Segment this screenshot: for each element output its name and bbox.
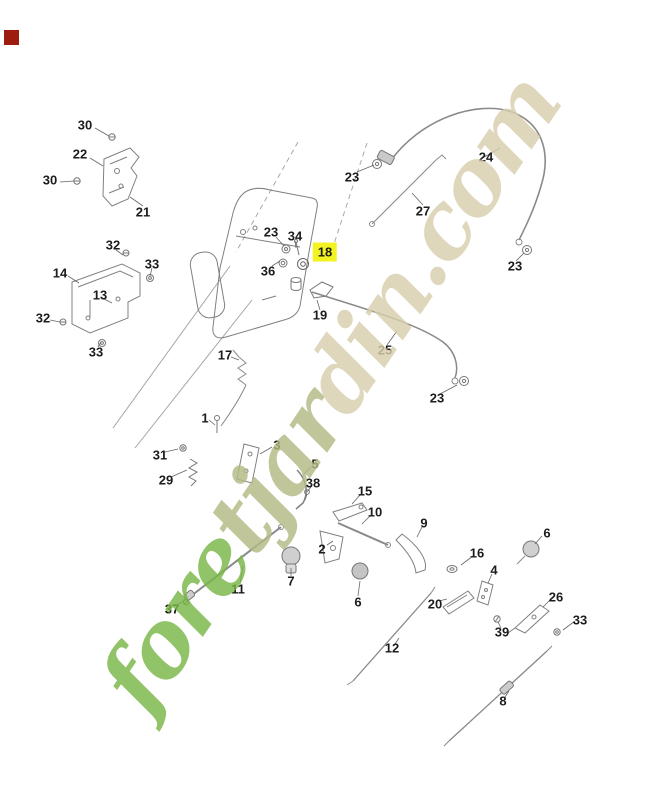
rod-10 — [337, 522, 391, 548]
part-label-39: 39 — [494, 624, 510, 640]
bolt-37 — [182, 598, 190, 606]
cable-12 — [346, 586, 436, 686]
part-label-23: 23 — [429, 390, 445, 406]
part-label-2: 2 — [318, 541, 326, 557]
part-label-4: 4 — [490, 562, 498, 578]
rod-27 — [369, 154, 447, 227]
part-label-20: 20 — [427, 596, 443, 612]
pin-34 — [294, 239, 300, 256]
bushing-18 — [297, 258, 309, 270]
nut-33-c — [553, 628, 561, 636]
part-label-19: 19 — [312, 307, 328, 323]
part-label-23: 23 — [507, 258, 523, 274]
mount-bracket-13-14 — [71, 263, 141, 334]
part-label-25: 25 — [377, 342, 393, 358]
part-label-12: 12 — [384, 640, 400, 656]
part-label-27: 27 — [415, 203, 431, 219]
clip-39 — [493, 615, 501, 623]
part-label-33: 33 — [144, 256, 160, 272]
screw-23-c — [281, 244, 291, 254]
part-label-34: 34 — [287, 228, 303, 244]
nut-36 — [278, 258, 288, 268]
link-15 — [332, 502, 368, 522]
part-label-9: 9 — [420, 515, 428, 531]
cable-25 — [311, 291, 459, 385]
part-label-32: 32 — [105, 237, 121, 253]
part-label-36: 36 — [260, 263, 276, 279]
part-label-15: 15 — [357, 483, 373, 499]
part-label-33: 33 — [88, 344, 104, 360]
part-label-21: 21 — [135, 204, 151, 220]
part-label-11: 11 — [231, 581, 245, 597]
screw-32-a — [122, 249, 130, 257]
lever-5 — [295, 469, 307, 510]
screw-23-d — [459, 376, 469, 386]
ball-6-b — [351, 562, 369, 580]
screw-23-b — [522, 245, 532, 255]
console-housing — [189, 187, 318, 339]
corner-mark — [4, 30, 19, 45]
screw-30-a — [108, 133, 116, 141]
lever-9 — [395, 533, 426, 574]
handle-tube-lines — [112, 265, 253, 449]
part-label-30: 30 — [77, 117, 93, 133]
leader-lines — [49, 127, 576, 698]
spring-29 — [187, 458, 199, 487]
cable-8 — [443, 645, 553, 747]
cable-24 — [376, 107, 546, 246]
part-label-7: 7 — [287, 573, 295, 589]
part-label-18: 18 — [312, 242, 338, 262]
lever-2 — [319, 530, 344, 564]
bolt-1 — [214, 415, 220, 433]
screw-23-a — [372, 159, 382, 169]
cable-17 — [220, 349, 247, 427]
part-label-5: 5 — [311, 456, 319, 472]
part-label-1: 1 — [201, 410, 209, 426]
latch-19 — [309, 281, 334, 299]
part-label-17: 17 — [217, 347, 233, 363]
plate-3 — [236, 443, 260, 484]
lever-26 — [507, 604, 550, 634]
knob-6-a — [516, 540, 540, 565]
screw-38 — [304, 489, 310, 501]
part-label-32: 32 — [35, 310, 51, 326]
part-label-33: 33 — [572, 612, 588, 628]
part-label-26: 26 — [548, 589, 564, 605]
part-label-3: 3 — [273, 437, 281, 453]
part-label-31: 31 — [152, 447, 168, 463]
part-label-23: 23 — [263, 224, 279, 240]
part-label-6: 6 — [543, 525, 551, 541]
assembly-guide-lines — [235, 141, 368, 253]
rod-11 — [183, 524, 284, 601]
part-label-23: 23 — [344, 169, 360, 185]
nut-31 — [179, 444, 187, 452]
part-label-38: 38 — [305, 475, 321, 491]
bracket-4 — [476, 580, 494, 606]
part-label-24: 24 — [478, 149, 494, 165]
part-label-14: 14 — [52, 265, 68, 281]
part-label-10: 10 — [367, 504, 383, 520]
part-label-8: 8 — [499, 693, 507, 709]
part-label-30: 30 — [42, 172, 58, 188]
part-label-13: 13 — [92, 287, 108, 303]
part-label-37: 37 — [164, 601, 180, 617]
part-label-22: 22 — [72, 146, 88, 162]
plate-20 — [442, 590, 475, 615]
knob-7 — [281, 546, 301, 574]
part-label-29: 29 — [158, 472, 174, 488]
washer-16 — [446, 565, 458, 573]
part-label-6: 6 — [354, 594, 362, 610]
spacer-sleeve — [290, 277, 302, 291]
hinge-bracket-21-22 — [102, 147, 140, 207]
part-label-16: 16 — [469, 545, 485, 561]
